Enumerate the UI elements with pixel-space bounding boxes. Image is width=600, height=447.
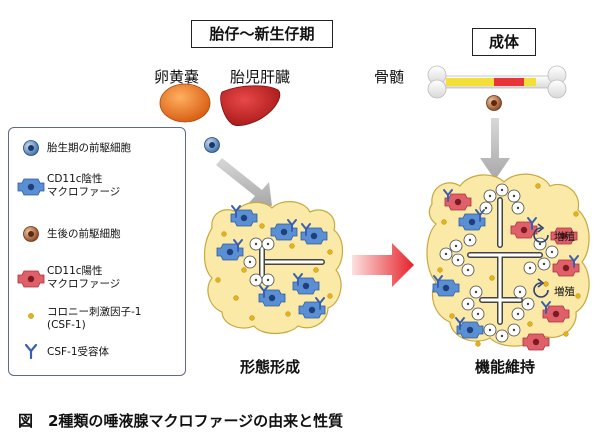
stage-adult-box: 成体 <box>472 28 536 56</box>
stage-fetal-box: 胎仔〜新生仔期 <box>191 20 333 48</box>
legend-text-fetal-precursor: 胎生期の前駆細胞 <box>47 142 131 154</box>
proliferation-label-1: 増殖 <box>554 231 575 243</box>
fetal-migration-arrow <box>216 158 272 206</box>
legend-item-postnatal-precursor: 生後の前駆細胞 <box>9 220 185 260</box>
bone-icon <box>427 65 567 99</box>
legend-box: 胎生期の前駆細胞 CD11c陰性 マクロファージ 生後の前駆細胞 CD11c陽性… <box>8 127 186 376</box>
legend-text-cd11c-positive: CD11c陽性 マクロファージ <box>47 265 121 290</box>
maintenance-label: 機能維持 <box>475 358 536 376</box>
postnatal-precursor-icon <box>23 226 39 242</box>
legend-text-csf1: コロニー刺激因子-1 (CSF-1) <box>47 306 142 331</box>
legend-text-postnatal-precursor: 生後の前駆細胞 <box>47 228 121 240</box>
bone-marrow-label: 骨髄 <box>374 68 405 86</box>
csf1-dot-icon <box>28 313 34 319</box>
fetal-precursor-icon <box>23 140 39 156</box>
morphogenesis-label: 形態形成 <box>240 358 301 376</box>
proliferation-arrow-2 <box>533 278 549 298</box>
legend-item-cd11c-positive: CD11c陽性 マクロファージ <box>9 260 185 300</box>
legend-item-csf1-receptor: CSF-1受容体 <box>9 334 185 374</box>
yolk-sac-icon <box>159 83 211 123</box>
legend-text-csf1-receptor: CSF-1受容体 <box>47 346 110 358</box>
development-arrow <box>352 243 414 287</box>
legend-text-cd11c-negative: CD11c陰性 マクロファージ <box>47 173 121 198</box>
yolk-sac-label: 卵黄嚢 <box>154 68 200 86</box>
adult-migration-arrow <box>480 118 510 180</box>
proliferation-arrow-1 <box>533 223 549 243</box>
legend-item-fetal-precursor: 胎生期の前駆細胞 <box>9 130 185 170</box>
proliferation-label-2: 増殖 <box>554 286 575 298</box>
legend-item-cd11c-negative: CD11c陰性 マクロファージ <box>9 168 185 208</box>
fetal-liver-icon <box>220 85 281 126</box>
fetal-liver-label: 胎児肝臓 <box>230 68 291 86</box>
legend-item-csf1: コロニー刺激因子-1 (CSF-1) <box>9 300 185 340</box>
cd11c-negative-macrophage-icon <box>17 178 45 196</box>
figure-caption: 図 2種類の唾液腺マクロファージの由来と性質 <box>18 412 344 430</box>
csf1-receptor-icon <box>24 343 38 360</box>
stage-fetal-label: 胎仔〜新生仔期 <box>209 25 315 43</box>
stage-adult-label: 成体 <box>488 33 519 51</box>
cd11c-positive-macrophage-icon <box>17 270 45 288</box>
